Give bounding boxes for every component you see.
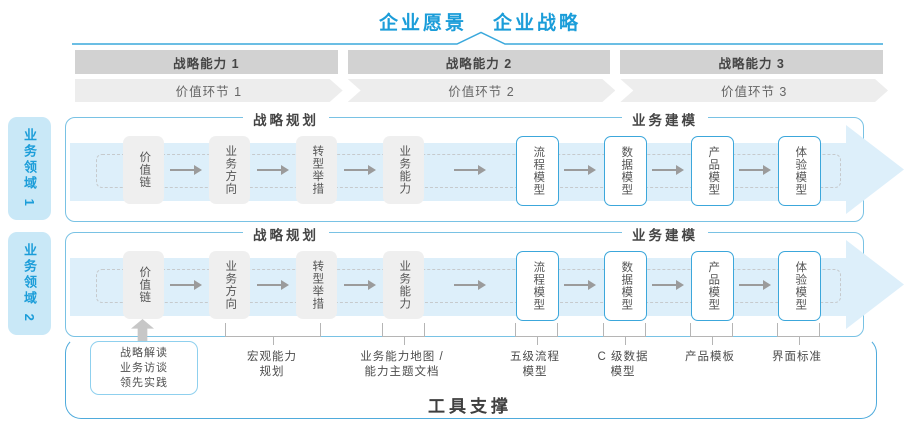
bracket-data-model (603, 323, 646, 345)
capability-bar-3: 战略能力 3 (620, 50, 884, 74)
arrow-right-icon (739, 280, 771, 289)
dashed-track (96, 269, 841, 303)
box-experience-model: 体验模型 (778, 136, 821, 206)
bracket-ui-standard (777, 323, 820, 345)
box-label: 价值链 (138, 151, 151, 189)
box-label: 业务方向 (224, 145, 237, 195)
box-label: 数据模型 (620, 146, 633, 196)
box-process-model: 流程模型 (516, 136, 559, 206)
box-value-chain: 价值链 (123, 136, 164, 204)
box-label: 体验模型 (794, 261, 807, 311)
annotation-line: 宏观能力 (247, 351, 297, 363)
bracket-product-template (690, 323, 733, 345)
annotation-line: 模型 (610, 366, 636, 378)
annotation-line: 产品模板 (685, 351, 735, 363)
box-label: 体验模型 (794, 146, 807, 196)
value-link-2: 价值环节 2 (348, 79, 616, 102)
annotation-line: 能力主题文档 (364, 366, 440, 378)
box-experience-model: 体验模型 (778, 251, 821, 321)
arrow-right-icon (454, 165, 486, 174)
box-product-model: 产品模型 (691, 251, 734, 321)
annotation-line: 模型 (522, 366, 548, 378)
box-label: 业务能力 (398, 260, 411, 310)
arrow-right-icon (257, 165, 289, 174)
enterprise-vision-title: 企业愿景 (378, 13, 467, 34)
domain-label-2: 业务领域 2 (8, 232, 51, 335)
bracket-process-model (515, 323, 558, 345)
box-business-direction: 业务方向 (209, 251, 250, 319)
practice-line-2: 业务访谈 (120, 361, 168, 374)
enterprise-strategy-title: 企业战略 (493, 13, 582, 34)
annotation-product-template: 产品模板 (640, 350, 780, 365)
value-link-1: 价值环节 1 (75, 79, 343, 102)
page-title: 企业愿景 企业战略 (379, 8, 581, 35)
box-label: 转型举措 (311, 260, 324, 310)
vision-connector-line (72, 31, 883, 45)
tool-support-label: 工具支撑 (428, 397, 512, 416)
capability-bar-1: 战略能力 1 (75, 50, 338, 74)
arrow-right-icon (652, 280, 684, 289)
bracket-macro-capability (225, 323, 321, 345)
domain-label-1: 业务领域 1 (8, 117, 51, 220)
value-link-chevrons: 价值环节 1 价值环节 2 价值环节 3 (75, 79, 888, 102)
flow-row-domain-2: 价值链 业务方向 转型举措 业务能力 流程模型 数据模型 产品模型 体验模型 战… (65, 224, 904, 337)
flow-row-domain-1: 价值链 业务方向 转型举措 业务能力 流程模型 数据模型 产品模型 体验模型 战… (65, 109, 904, 222)
box-business-capability: 业务能力 (383, 251, 424, 319)
business-modeling-title: 业务建模 (622, 224, 708, 244)
box-label: 业务能力 (398, 145, 411, 195)
value-link-3: 价值环节 3 (620, 79, 888, 102)
tool-support-container (65, 337, 877, 419)
capability-bar-2: 战略能力 2 (347, 50, 611, 74)
business-modeling-title: 业务建模 (622, 109, 708, 129)
annotation-macro-capability: 宏观能力 规划 (202, 350, 342, 380)
arrow-right-icon (564, 280, 596, 289)
arrow-right-icon (739, 165, 771, 174)
practice-line-1: 战略解读 (120, 346, 168, 359)
box-transformation: 转型举措 (296, 136, 337, 204)
arrow-right-icon (454, 280, 486, 289)
annotation-process-model: 五级流程 模型 (465, 350, 605, 380)
strategic-planning-title: 战略规划 (243, 109, 329, 129)
box-transformation: 转型举措 (296, 251, 337, 319)
annotation-line: 业务能力地图 / (360, 351, 444, 363)
box-data-model: 数据模型 (604, 251, 647, 321)
arrow-right-icon (170, 280, 202, 289)
arrow-right-icon (344, 165, 376, 174)
box-data-model: 数据模型 (604, 136, 647, 206)
box-product-model: 产品模型 (691, 136, 734, 206)
box-label: 数据模型 (620, 261, 633, 311)
box-label: 业务方向 (224, 260, 237, 310)
domain-label-2-text: 业务领域 2 (22, 243, 37, 324)
strategic-capability-bars: 战略能力 1 战略能力 2 战略能力 3 (75, 50, 884, 74)
box-business-direction: 业务方向 (209, 136, 250, 204)
arrow-right-icon (170, 165, 202, 174)
box-process-model: 流程模型 (516, 251, 559, 321)
annotation-data-model: C 级数据 模型 (553, 350, 693, 380)
annotation-line: C 级数据 (597, 351, 649, 363)
box-label: 流程模型 (532, 146, 545, 196)
dashed-track (96, 154, 841, 188)
arrow-right-icon (344, 280, 376, 289)
domain-label-1-text: 业务领域 1 (22, 128, 37, 209)
box-business-capability: 业务能力 (383, 136, 424, 204)
practice-line-3: 领先实践 (120, 376, 168, 389)
box-label: 产品模型 (707, 261, 720, 311)
arrow-right-icon (257, 280, 289, 289)
arrow-right-icon (564, 165, 596, 174)
strategic-planning-title: 战略规划 (243, 224, 329, 244)
box-label: 转型举措 (311, 145, 324, 195)
annotation-capability-map: 业务能力地图 / 能力主题文档 (332, 350, 472, 380)
box-label: 产品模型 (707, 146, 720, 196)
annotation-line: 规划 (259, 366, 285, 378)
annotation-ui-standard: 界面标准 (727, 350, 867, 365)
box-label: 价值链 (138, 266, 151, 304)
annotation-line: 五级流程 (510, 351, 560, 363)
arrow-right-icon (652, 165, 684, 174)
box-value-chain: 价值链 (123, 251, 164, 319)
strategy-practice-box: 战略解读 业务访谈 领先实践 (90, 341, 198, 395)
annotation-line: 界面标准 (772, 351, 822, 363)
bracket-capability-map (382, 323, 425, 345)
box-label: 流程模型 (532, 261, 545, 311)
